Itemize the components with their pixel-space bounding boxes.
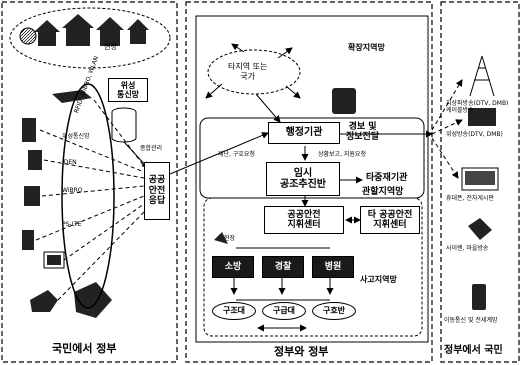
small-label-1: 상황보고, 지원요청 — [318, 152, 366, 158]
management-zone-label: 관할지역망 — [362, 188, 403, 197]
sign-board-icon — [462, 168, 498, 190]
public-safety-command-box: 공공안전 지휘센터 — [264, 206, 344, 234]
right-links — [432, 80, 462, 178]
public-safety-response-box: 공공 안전 응답 — [144, 162, 170, 220]
other-agency-label: 타중재기관 — [366, 174, 407, 183]
satellite-network-box: 위성 통신망 — [108, 78, 148, 102]
rescue-unit-0: 구조대 — [212, 302, 256, 320]
database-icon — [112, 108, 136, 142]
tree-icon — [20, 28, 36, 44]
side-label-1: IDEN — [62, 160, 77, 166]
side-label-2: WiBRO — [62, 188, 82, 194]
small-label-0: 재난, 구호요청 — [218, 152, 255, 158]
temp-hq-box: 임시 공조추진반 — [266, 162, 340, 196]
right-item-4: 이동통신 및 전세계망 — [444, 318, 498, 324]
field-phone-label: 현장 — [224, 236, 235, 242]
other-command-box: 타 공공안전 지휘센터 — [360, 206, 420, 234]
siren-icon — [468, 218, 492, 240]
house-icons — [34, 14, 149, 46]
side-label-3: PS-LTE — [62, 222, 82, 228]
center-section-title: 정부와 정부 — [274, 346, 328, 357]
device-icons — [22, 90, 112, 318]
info-delivery-label: 경보 및 정보전달 — [346, 122, 379, 143]
phone-icon — [332, 88, 356, 114]
field-unit-hospital: 병원 — [312, 256, 354, 278]
left-section-title: 국민에서 정부 — [52, 343, 117, 354]
rescue-unit-1: 구급대 — [262, 302, 306, 320]
admin-agency-box: 행정기관 — [268, 122, 340, 144]
db-label: 종합관리 — [140, 146, 162, 152]
rescue-unit-2: 구호반 — [312, 302, 356, 320]
right-item-3: 사이렌, 마을방송 — [446, 246, 488, 252]
broadcast-tower-icon — [470, 56, 494, 96]
top-location-label: 현장 — [104, 44, 117, 51]
right-item-2: 휴대폰, 전자게시판 — [446, 196, 494, 202]
right-section-title: 정부에서 국민 — [444, 346, 503, 356]
accident-zone-label: 사고지역망 — [360, 276, 397, 284]
extended-zone-label: 확장지역망 — [348, 44, 385, 52]
foreign-label: 타지역 또는 국가 — [228, 62, 267, 81]
right-item-1: 위성방송(DTV, DMB) — [446, 132, 503, 138]
side-label-0: 위성통신망 — [62, 134, 90, 140]
comm-ellipse — [62, 84, 114, 308]
field-unit-police: 경찰 — [262, 256, 304, 278]
mobile-phone-icon — [472, 284, 486, 310]
right-item-0: 지상파방송(DTV, DMB) 케이블방송 — [446, 100, 508, 114]
field-unit-fire: 소방 — [212, 256, 254, 278]
